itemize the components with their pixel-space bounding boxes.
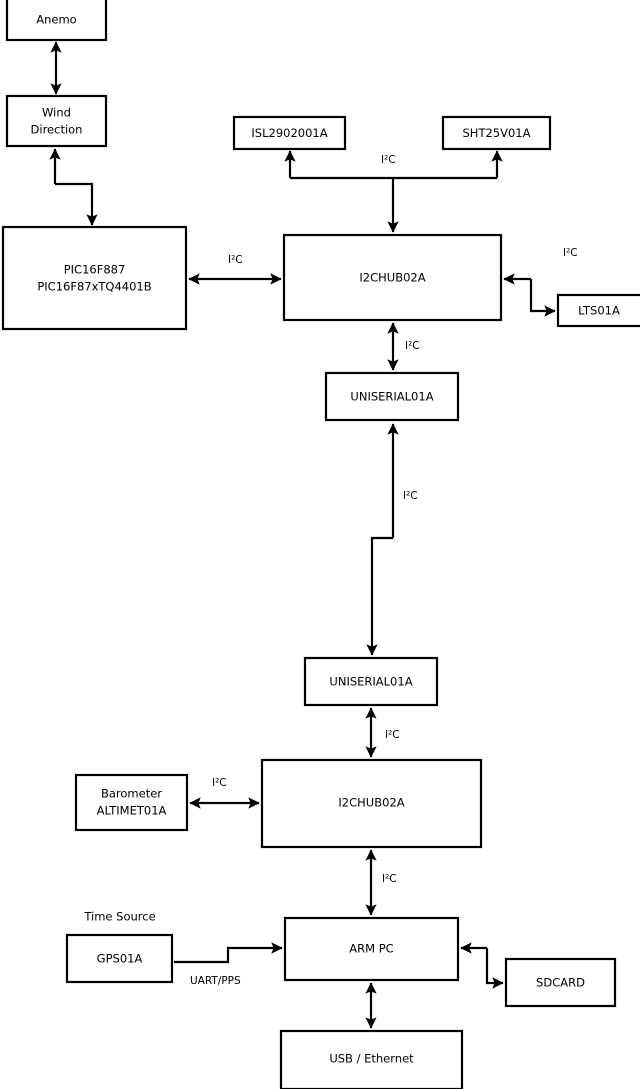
conn-armpc-sdcard-out (485, 948, 504, 989)
node-uniserial01a-upper[interactable]: UNISERIAL01A (324, 371, 460, 422)
node-uniserial01a-lower[interactable]: UNISERIAL01A (303, 656, 439, 707)
node-anemo[interactable]: Anemo (5, 0, 108, 42)
node-uniserial01a-lower-label: UNISERIAL01A (329, 675, 412, 689)
node-anemo-label: Anemo (36, 13, 76, 27)
node-wind-direction-label-line2: Direction (31, 123, 83, 137)
node-i2chub02a-bottom[interactable]: I2CHUB02A (260, 758, 483, 849)
node-lts01a[interactable]: LTS01A (556, 293, 640, 328)
node-barometer-label-line2: ALTIMET01A (97, 804, 167, 818)
node-pic-mcu-label-line2: PIC16F87xTQ4401B (37, 280, 151, 294)
labels-layer: Time Source I²C I²C I²C I²C I²C I²C I²C … (83, 154, 577, 987)
node-wind-direction[interactable]: Wind Direction (5, 94, 108, 148)
node-wind-direction-label-line1: Wind (42, 106, 71, 120)
node-usb-ethernet[interactable]: USB / Ethernet (279, 1029, 464, 1089)
node-sht25v01a-label: SHT25V01A (463, 126, 531, 140)
node-barometer-label-line1: Barometer (101, 787, 162, 801)
node-uniserial01a-upper-label: UNISERIAL01A (350, 390, 433, 404)
node-isl2902001a-label: ISL2902001A (251, 126, 327, 140)
edge-label-i2c-pic-hub: I²C (228, 254, 243, 266)
node-barometer-altimet01a[interactable]: Barometer ALTIMET01A (74, 773, 189, 832)
edge-label-i2c-hub-armpc: I²C (382, 873, 397, 885)
node-sdcard[interactable]: SDCARD (504, 957, 617, 1008)
node-i2chub02a-bottom-label: I2CHUB02A (338, 796, 404, 810)
conn-gps-armpc (174, 942, 283, 964)
node-pic-mcu[interactable]: PIC16F887 PIC16F87xTQ4401B (1, 225, 188, 331)
node-sht25v01a[interactable]: SHT25V01A (441, 115, 552, 151)
conn-wind-pic-elbow (55, 182, 98, 226)
node-lts01a-label: LTS01A (578, 304, 620, 318)
edge-label-i2c-lts: I²C (563, 247, 578, 259)
edge-label-i2c-uniserial-chain: I²C (403, 490, 418, 502)
node-sdcard-label: SDCARD (536, 976, 585, 990)
connections-layer (49, 41, 556, 1029)
node-i2chub02a-top-label: I2CHUB02A (359, 271, 425, 285)
node-gps01a[interactable]: GPS01A (65, 933, 174, 984)
node-isl2902001a[interactable]: ISL2902001A (232, 115, 347, 151)
edge-label-i2c-uniserial-hub: I²C (385, 729, 400, 741)
edge-label-i2c-hub-uniserial: I²C (405, 340, 420, 352)
node-usb-ethernet-label: USB / Ethernet (329, 1052, 414, 1066)
node-arm-pc-label: ARM PC (349, 942, 393, 956)
node-gps01a-label: GPS01A (97, 952, 143, 966)
node-arm-pc[interactable]: ARM PC (283, 916, 460, 982)
node-i2chub02a-top[interactable]: I2CHUB02A (282, 233, 503, 322)
edge-label-i2c-barometer: I²C (212, 777, 227, 789)
edge-label-uart-pps: UART/PPS (190, 975, 241, 987)
conn-uniser-chain-down (366, 536, 393, 656)
edge-label-i2c-isl-sht: I²C (381, 154, 396, 166)
conn-hubtop-lts-out (529, 279, 556, 317)
node-pic-mcu-label-line1: PIC16F887 (64, 263, 126, 277)
label-time-source: Time Source (83, 910, 155, 924)
